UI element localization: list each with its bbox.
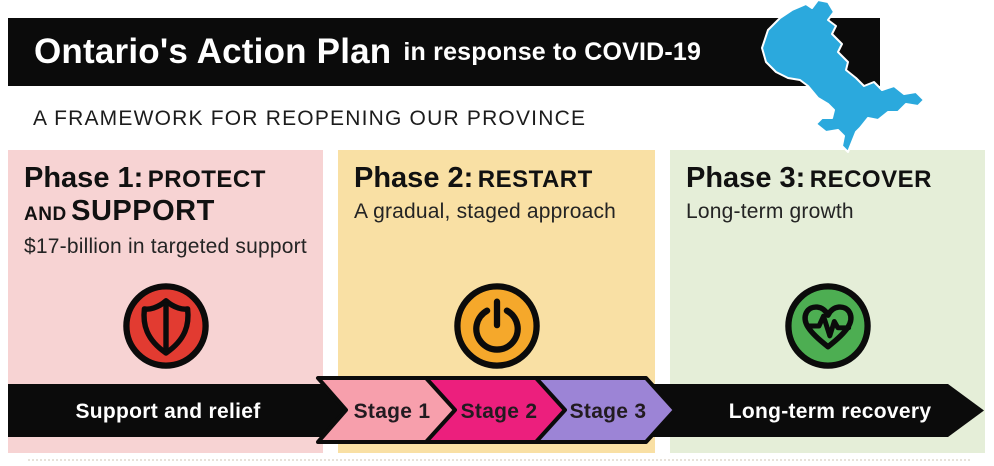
phase-1-heading: Phase 1: PROTECT — [24, 162, 307, 194]
timeline-banner: Support and relief Stage 1 Stage 2 Stage… — [8, 376, 984, 444]
stage-3-label: Stage 3 — [570, 400, 647, 423]
heartbeat-icon — [784, 283, 871, 369]
page-title: Ontario's Action Plan — [34, 32, 392, 71]
phase-3-subtitle: Long-term growth — [686, 200, 854, 224]
shield-icon — [122, 283, 209, 369]
ontario-map-icon — [761, 0, 925, 153]
phase-1-subtitle: $17-billion in targeted support — [24, 235, 307, 259]
phase-1-line2-caps: SUPPORT — [71, 195, 215, 228]
bottom-dotted-line — [28, 459, 970, 461]
phase-2-keyword: RESTART — [477, 166, 593, 193]
phase-3-heading: Phase 3: RECOVER — [686, 162, 969, 194]
timeline-left-label: Support and relief — [75, 400, 261, 423]
heart-outline — [801, 304, 854, 350]
timeline-right-label: Long-term recovery — [729, 400, 932, 423]
phase-2-heading: Phase 2: RESTART — [354, 162, 639, 194]
phase-1-keyword: PROTECT — [147, 166, 266, 193]
phase-1-prefix: Phase 1: — [24, 162, 144, 194]
stage-1-label: Stage 1 — [354, 400, 431, 423]
page-subtitle: in response to COVID-19 — [403, 37, 702, 66]
framework-tagline: A FRAMEWORK FOR REOPENING OUR PROVINCE — [33, 107, 587, 130]
phase-1-line2-small: AND — [24, 204, 67, 226]
phase-3-keyword: RECOVER — [809, 166, 932, 193]
header-bar: Ontario's Action Plan in response to COV… — [8, 18, 880, 86]
shield-outline — [140, 298, 191, 356]
phase-2-prefix: Phase 2: — [354, 162, 474, 194]
stage-2-label: Stage 2 — [461, 400, 538, 423]
power-icon — [453, 283, 540, 369]
phase-1-heading-line2: AND SUPPORT — [24, 194, 307, 229]
pulse-line — [804, 313, 851, 339]
ontario-map-shape — [761, 0, 925, 153]
phase-2-subtitle: A gradual, staged approach — [354, 200, 617, 224]
power-arc — [472, 307, 521, 353]
stage-1-chevron — [316, 376, 457, 444]
phase-3-prefix: Phase 3: — [686, 162, 806, 194]
